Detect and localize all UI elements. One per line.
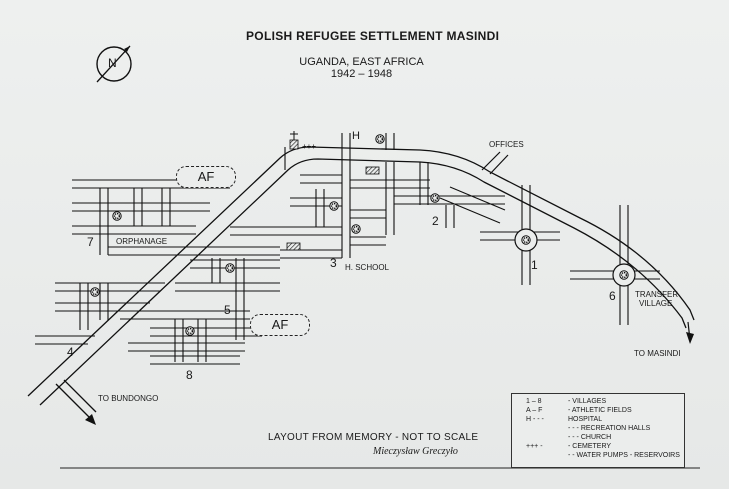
orphanage-label: ORPHANAGE: [116, 237, 168, 246]
village-number-8: 8: [186, 368, 193, 382]
roundabout-6: [612, 263, 636, 287]
offices-label: OFFICES: [489, 140, 524, 149]
to-masindi-label: TO MASINDI: [634, 349, 681, 358]
village-number-1: 1: [531, 258, 538, 272]
h-school-label: H. SCHOOL: [345, 263, 390, 272]
church-icon: [289, 131, 299, 150]
layout-note: LAYOUT FROM MEMORY - NOT TO SCALE: [268, 432, 479, 443]
village-number-2: 2: [432, 214, 439, 228]
street-grid: [35, 133, 660, 365]
main-road: [27, 146, 695, 406]
legend-row-athletic: A – F- ATHLETIC FIELDS: [526, 407, 632, 414]
legend-row-villages: 1 – 8- VILLAGES: [526, 398, 607, 405]
village-number-7: 7: [87, 235, 94, 249]
village-number-3: 3: [330, 256, 337, 270]
legend-row-pumps: - - WATER PUMPS - RESERVOIRS: [568, 452, 680, 459]
village-number-5: 5: [224, 303, 231, 317]
transfer-village-label-1: TRANSFER: [635, 290, 679, 299]
legend-row-church: - - - CHURCH: [568, 434, 612, 441]
to-bundongo-arrow-icon: [85, 414, 96, 425]
cemetery-icon: +++: [302, 142, 316, 151]
transfer-village-label-2: VILLAGE: [639, 299, 673, 308]
compass-letter: N: [108, 56, 117, 70]
bundongo-road: [55, 379, 97, 419]
athletic-field-middle: AF: [250, 314, 310, 336]
compass-icon: [96, 45, 132, 83]
map-subtitle-location: UGANDA, EAST AFRICA: [299, 56, 424, 68]
roundabout-1: [514, 228, 538, 252]
legend-row-cemetery: +++ -- CEMETERY: [526, 443, 612, 450]
recreation-hall-icon: [365, 166, 380, 175]
village-number-4: 4: [67, 345, 74, 359]
legend-row-recreation: - - - RECREATION HALLS: [568, 425, 651, 432]
author-signature: Mieczysław Greczyło: [373, 446, 458, 457]
legend-row-hospital: H - - -HOSPITAL: [526, 416, 603, 423]
recreation-hall-icon: [286, 242, 301, 251]
athletic-field-top: AF: [176, 166, 236, 188]
to-bundongo-label: TO BUNDONGO: [98, 394, 159, 403]
map-subtitle-years: 1942 – 1948: [330, 68, 393, 80]
map-title: POLISH REFUGEE SETTLEMENT MASINDI: [246, 29, 500, 43]
hospital-label: H: [352, 130, 360, 142]
map-legend: 1 – 8- VILLAGES A – F- ATHLETIC FIELDS H…: [511, 393, 685, 468]
village-number-6: 6: [609, 289, 616, 303]
